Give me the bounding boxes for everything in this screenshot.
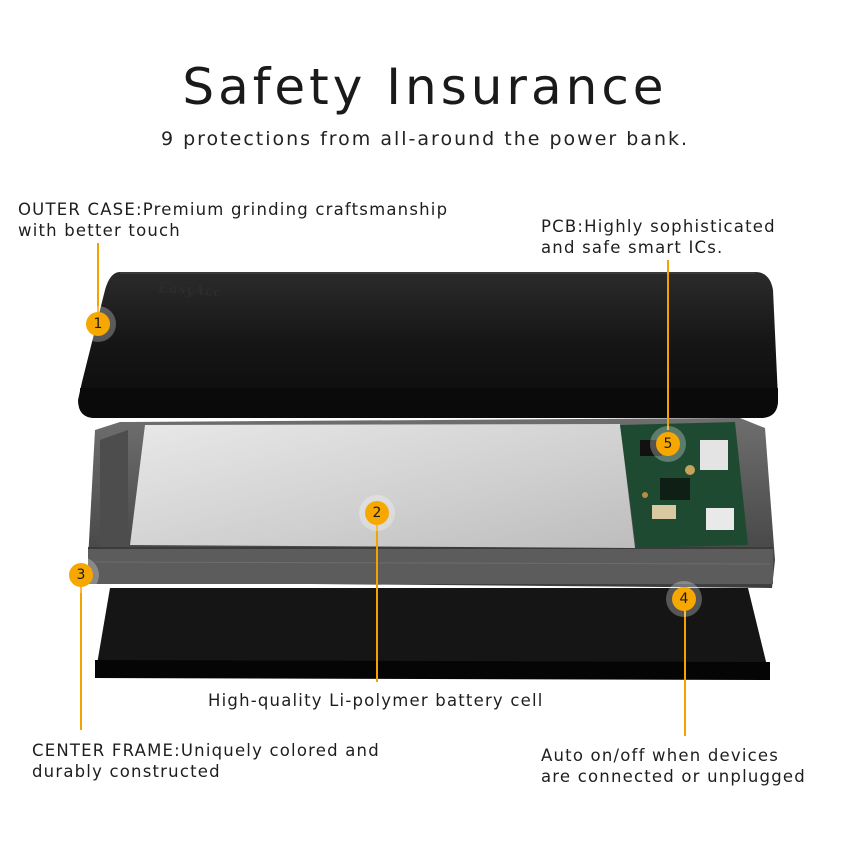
callout-pcb-line1: PCB:Highly sophisticated <box>541 217 776 236</box>
callout-outer-case-line1: OUTER CASE:Premium grinding craftsmanshi… <box>18 200 449 219</box>
callout-line-1 <box>97 243 99 315</box>
callout-pcb: PCB:Highly sophisticated and safe smart … <box>541 216 776 258</box>
brand-engraving: EasyAcc <box>157 280 223 301</box>
callout-outer-case-line2: with better touch <box>18 221 181 240</box>
badge-1: 1 <box>86 312 110 336</box>
badge-4: 4 <box>672 587 696 611</box>
callout-line-5 <box>667 260 669 430</box>
badge-2: 2 <box>365 501 389 525</box>
page-subtitle: 9 protections from all-around the power … <box>160 128 690 150</box>
callout-battery-line1: High-quality Li-polymer battery cell <box>208 691 544 710</box>
callout-battery: High-quality Li-polymer battery cell <box>208 690 544 711</box>
callout-outer-case: OUTER CASE:Premium grinding craftsmanshi… <box>18 199 448 241</box>
callout-auto-line2: are connected or unplugged <box>541 767 806 786</box>
battery-cell <box>130 424 635 548</box>
callout-auto: Auto on/off when devices are connected o… <box>541 745 806 787</box>
callout-auto-line1: Auto on/off when devices <box>541 746 780 765</box>
badge-5: 5 <box>656 432 680 456</box>
badge-3: 3 <box>69 563 93 587</box>
callout-center-frame-line1: CENTER FRAME:Uniquely colored and <box>32 741 380 760</box>
page-title: Safety Insurance <box>182 58 668 116</box>
callout-pcb-line2: and safe smart ICs. <box>541 238 724 257</box>
outer-case-top <box>78 272 779 418</box>
callout-line-4 <box>684 610 686 736</box>
callout-center-frame-line2: durably constructed <box>32 762 221 781</box>
outer-case-bottom <box>95 588 770 680</box>
callout-center-frame: CENTER FRAME:Uniquely colored and durabl… <box>32 740 380 782</box>
callout-line-2 <box>376 524 378 682</box>
pcb-board <box>620 422 748 548</box>
callout-line-3 <box>80 586 82 730</box>
